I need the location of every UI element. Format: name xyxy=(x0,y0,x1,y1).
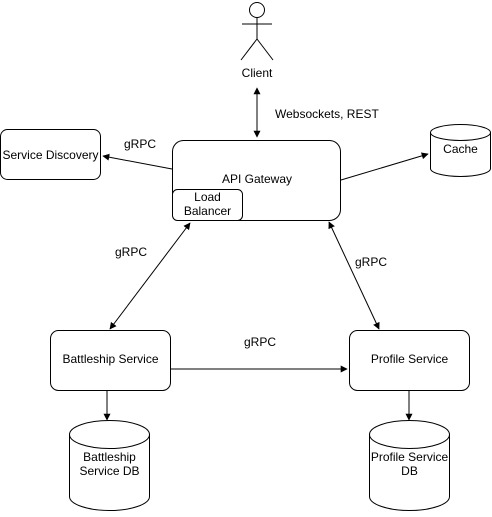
profile-db-node xyxy=(369,420,450,511)
cache-node xyxy=(430,124,491,177)
edge-label-gateway-profile: gRPC xyxy=(355,255,387,269)
load-balancer-label-line2: Balancer xyxy=(184,204,231,218)
profile-service-node xyxy=(349,330,470,391)
edge-gateway-discovery xyxy=(102,153,173,170)
load-balancer-label-line1: Load xyxy=(194,190,221,204)
edge-gateway-battleship xyxy=(109,222,191,330)
battleship-service-label: Battleship Service xyxy=(62,352,158,366)
client-actor-icon xyxy=(240,2,274,61)
profile-service-label: Profile Service xyxy=(371,352,449,366)
service-discovery-label: Service Discovery xyxy=(2,148,98,162)
load-balancer-node xyxy=(172,189,243,221)
edge-label-gateway-battleship: gRPC xyxy=(115,245,147,259)
battleship-service-node xyxy=(50,330,171,391)
edge-gateway-cache xyxy=(340,152,429,181)
edge-label-client-gateway: Websockets, REST xyxy=(275,107,379,121)
edge-label-battleship-profile: gRPC xyxy=(244,335,276,349)
api-gateway-label: API Gateway xyxy=(222,172,292,186)
battleship-db-label-line1: Battleship xyxy=(83,450,136,464)
battleship-db-node xyxy=(69,420,150,511)
edge-label-gateway-discovery: gRPC xyxy=(124,137,156,151)
client-label: Client xyxy=(242,66,273,80)
profile-db-label-line1: Profile Service xyxy=(371,450,449,464)
edge-gateway-profile xyxy=(328,221,380,330)
profile-db-label-line2: DB xyxy=(401,464,418,478)
service-discovery-node xyxy=(0,129,101,180)
cache-label: Cache xyxy=(443,142,478,156)
battleship-db-label-line2: Service DB xyxy=(79,464,139,478)
